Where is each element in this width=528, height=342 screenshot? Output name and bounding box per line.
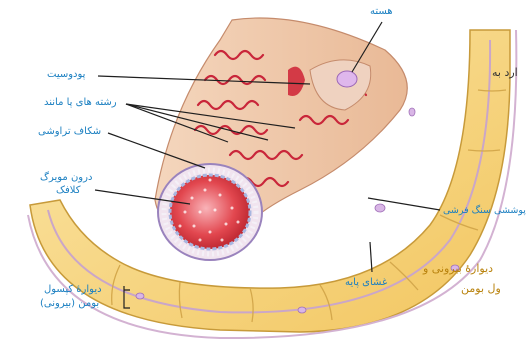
capillary-cross-section [158,164,262,260]
body-text-line2: دیوارهٔ بیرونی و [423,262,493,275]
label-capsule-wall-2: بومن (بیرونی) [40,298,99,310]
label-podocyte: پودوسیت [47,69,85,81]
label-capillary-endothelium-1: درون مویرگ [40,172,92,184]
label-filtration-slits: شکاف تراوشی [38,126,101,138]
body-text-line1: ارد به [492,66,518,79]
label-foot-processes: رشته های پا مانند [44,97,117,109]
label-nucleus: هسته [370,6,393,18]
label-squamous-epithelium: بافت پوششی سنگ فرشی [443,205,528,217]
label-basement-membrane: غشای پایه [345,277,387,289]
label-capsule-wall-1: دیوارهٔ کپسول [44,284,102,296]
body-text-line3: ول بومن [461,282,501,295]
label-capillary-endothelium-2: کلافک [56,185,80,197]
